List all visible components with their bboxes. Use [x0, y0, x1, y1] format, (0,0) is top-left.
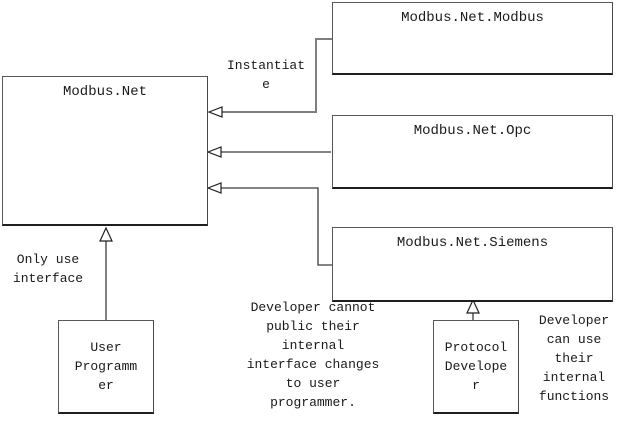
class-label-modbus-net-modbus: Modbus.Net.Modbus [401, 10, 544, 26]
hollow-arrowhead-left-2 [206, 146, 222, 158]
edge-siemens-to-net [221, 187, 332, 266]
class-box-modbus-net-siemens: Modbus.Net.Siemens [332, 227, 613, 302]
hollow-arrowhead-left-1 [207, 106, 223, 118]
class-label-modbus-net: Modbus.Net [62, 84, 147, 100]
class-box-modbus-net-opc: Modbus.Net.Opc [332, 115, 613, 189]
note-only-use-interface: Only use interface [12, 252, 84, 286]
note-developer-can-use: Developer can use their internal functio… [538, 313, 610, 404]
hollow-arrowhead-left-3 [206, 182, 222, 194]
class-label-modbus-net-opc: Modbus.Net.Opc [413, 123, 532, 139]
class-box-modbus-net: Modbus.Net [2, 76, 208, 226]
actor-box-protocol-developer: Protocol Develope r [433, 320, 519, 414]
actor-label-user-programmer: User Programm er [74, 340, 138, 393]
class-box-modbus-net-modbus: Modbus.Net.Modbus [332, 2, 613, 75]
note-developer-cannot: Developer cannot public their internal i… [246, 300, 380, 410]
note-instantiate: Instantiat e [226, 58, 305, 92]
hollow-arrowhead-up-1 [99, 226, 113, 242]
actor-label-protocol-developer: Protocol Develope r [444, 340, 508, 393]
class-label-modbus-net-siemens: Modbus.Net.Siemens [396, 235, 549, 251]
actor-box-user-programmer: User Programm er [58, 320, 154, 414]
